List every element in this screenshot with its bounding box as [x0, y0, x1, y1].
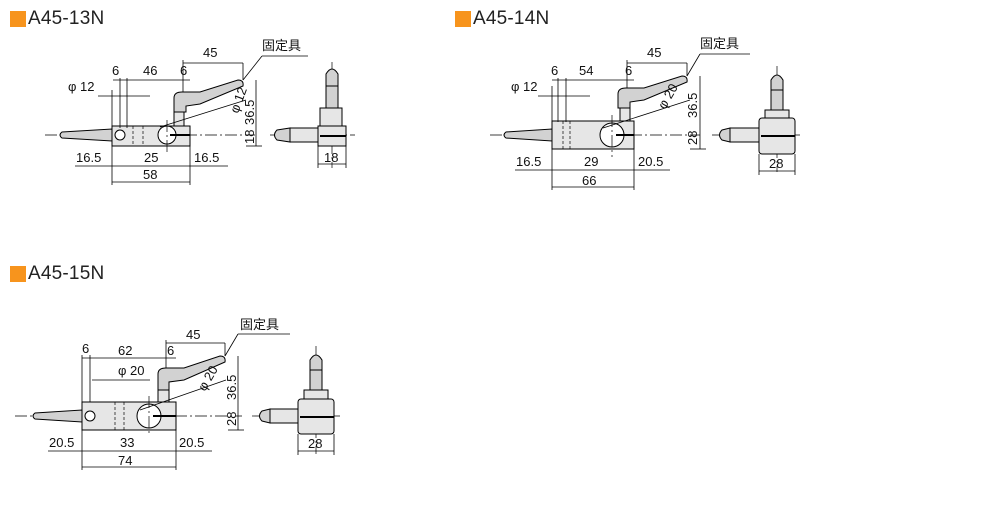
fixture-label: 固定具: [262, 38, 301, 53]
dim-6: 6: [82, 341, 89, 356]
orange-square-icon: [10, 266, 26, 282]
dim-6: 6: [180, 63, 187, 78]
drawing-a45-13n: 6 46 6 45 固定具 φ 12 φ 12 36.5 18 16.5 25 …: [45, 38, 355, 185]
small-bore: [84, 410, 96, 422]
knob: [770, 74, 784, 91]
lever-handle-top: [617, 75, 688, 109]
dim-36.5: 36.5: [685, 93, 700, 118]
model-title: A45-14N: [473, 8, 550, 29]
dim-45: 45: [186, 327, 200, 342]
dim-18: 18: [242, 130, 257, 144]
dim-20.5: 20.5: [638, 154, 663, 169]
dim-16.5: 16.5: [516, 154, 541, 169]
dim-20.5: 20.5: [179, 435, 204, 450]
dim-6: 6: [112, 63, 119, 78]
side-view: [712, 66, 800, 175]
lever-handle-top: [157, 355, 226, 391]
dim-62: 62: [118, 343, 132, 358]
dim-28: 28: [224, 412, 239, 426]
dim-36.5: 36.5: [224, 375, 239, 400]
dim-46: 46: [143, 63, 157, 78]
dimension-lines: [48, 333, 290, 470]
dimension-lines: [75, 55, 308, 185]
side-view: [252, 346, 340, 455]
lever-shaft: [770, 89, 784, 111]
orange-square-icon: [10, 11, 26, 27]
dim-20.5: 20.5: [49, 435, 74, 450]
dim-25: 25: [144, 150, 158, 165]
dim-6: 6: [167, 343, 174, 358]
dim-66: 66: [582, 173, 596, 188]
knob: [325, 68, 339, 87]
lever-shaft: [325, 85, 339, 109]
lever-collar: [289, 127, 319, 143]
post: [173, 111, 185, 127]
knob: [309, 354, 323, 371]
dim-16.5: 16.5: [194, 150, 219, 165]
post: [619, 107, 631, 122]
model-title: A45-13N: [28, 8, 105, 29]
lever-handle-top: [173, 79, 244, 113]
model-title: A45-15N: [28, 263, 105, 284]
dim-58: 58: [143, 167, 157, 182]
dim-28: 28: [769, 156, 783, 171]
lever-base: [319, 107, 343, 127]
lever-handle-left: [503, 128, 553, 142]
dim-45: 45: [203, 45, 217, 60]
front-view: [45, 79, 255, 155]
title-a45-13n: A45-13N: [10, 8, 104, 30]
dim-phi12: φ 12: [68, 79, 95, 94]
dim-18: 18: [324, 150, 338, 165]
dim-54: 54: [579, 63, 593, 78]
dim-16.5: 16.5: [76, 150, 101, 165]
dim-29: 29: [584, 154, 598, 169]
drawing-a45-15n: 6 62 6 45 固定具 φ 20 φ 20 36.5 28 20.5 33 …: [15, 317, 340, 470]
lever-tip: [719, 127, 731, 143]
dim-6: 6: [551, 63, 558, 78]
dim-74: 74: [118, 453, 132, 468]
dim-phi20: φ 20: [118, 363, 145, 378]
fixture-label: 固定具: [700, 36, 739, 51]
lever-collar: [269, 408, 299, 424]
dim-phi12: φ 12: [511, 79, 538, 94]
lever-handle-left: [59, 128, 113, 142]
lever-handle-left: [32, 409, 83, 423]
dim-28: 28: [308, 436, 322, 451]
drawing-a45-14n: 6 54 6 45 固定具 φ 12 φ 20 36.5 28 16.5 29 …: [490, 36, 800, 190]
dim-33: 33: [120, 435, 134, 450]
dim-28: 28: [685, 131, 700, 145]
lever-shaft: [309, 369, 323, 391]
lever-collar: [729, 127, 760, 143]
dimension-lines: [515, 53, 750, 190]
lever-tip: [259, 408, 271, 424]
dim-45: 45: [647, 45, 661, 60]
dim-6: 6: [625, 63, 632, 78]
lever-tip: [274, 127, 291, 143]
title-a45-14n: A45-14N: [455, 8, 549, 30]
front-view: [490, 75, 700, 157]
dim-36.5: 36.5: [242, 100, 257, 125]
orange-square-icon: [455, 11, 471, 27]
fixture-label: 固定具: [240, 317, 279, 332]
side-view: [270, 62, 355, 168]
small-bore: [114, 129, 126, 141]
title-a45-15n: A45-15N: [10, 263, 104, 285]
